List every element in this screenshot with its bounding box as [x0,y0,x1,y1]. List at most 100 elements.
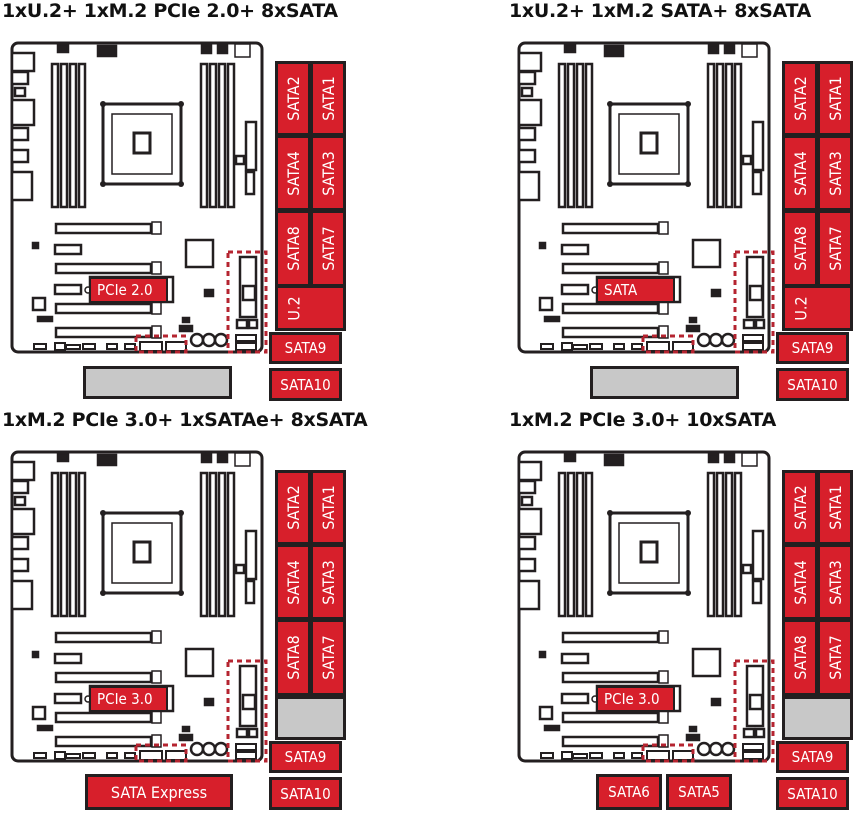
fan-header [741,154,753,166]
dimm-slot [59,62,69,209]
rear-io-port [517,507,543,536]
sata-port-sata10: SATA10 [269,777,342,810]
bottom-header [561,342,573,351]
sata-port-label: SATA2 [790,485,810,530]
sata-port-sata8: SATA8 [782,619,818,696]
socket-screw [178,590,184,596]
debug-led [234,43,251,58]
sata-port-sata2: SATA2 [782,470,818,545]
bottom-header [646,341,670,352]
rear-io-port [10,148,30,164]
m2-slot-label: PCIe 3.0 [596,686,675,712]
bottom-header [742,743,764,751]
audio-jack [201,741,217,757]
sata-port-label: SATA3 [825,559,845,605]
small-component [710,697,722,707]
atx-power-connector [244,529,258,581]
pcie-slot [561,671,660,684]
sata-port-sata3: SATA3 [817,544,853,620]
sata-highlight-box [733,250,775,354]
header-connector [56,451,70,463]
m2-slot-label: PCIe 2.0 [89,277,168,303]
pcie-slot [54,326,153,339]
dimm-slot [584,62,594,209]
header-connector [603,44,625,58]
dimm-slot [584,471,594,618]
dimm-slot [77,471,87,618]
pcie-latch [151,630,162,644]
bottom-header [540,752,554,759]
rear-io-port [517,479,537,495]
sata-connector [247,318,259,330]
rear-io-port [517,535,537,551]
sata-connector [748,284,764,302]
chipset [691,238,722,269]
debug-led [741,452,758,467]
u2-port-unavailable [782,696,853,740]
fan-header [741,563,753,575]
pcie-latch [658,734,669,748]
socket-screw [100,101,106,107]
pcie-slot [561,326,660,339]
dimm-slot [208,62,218,209]
sata-port-sata2: SATA2 [275,470,311,545]
sata-port-sata7: SATA7 [310,619,346,696]
pcie-latch [151,670,162,684]
rear-io-port [517,557,537,573]
sata-port-sata2: SATA2 [275,61,311,136]
dimm-slot [50,471,60,618]
dimm-slot [226,62,236,209]
sata-port-sata8: SATA8 [782,210,818,287]
pcie-slot [54,631,153,644]
chipset [691,647,722,678]
small-component [178,733,194,742]
sata-port-label: SATA8 [790,635,810,680]
atx-power-connector [751,529,765,581]
audio-jack [708,741,724,757]
debug-led [234,452,251,467]
header-connector [707,43,720,55]
u2-label: U.2 [791,295,811,321]
rear-io-port [517,70,537,86]
sata-express-highlight-box [641,334,695,354]
sata-port-sata9: SATA9 [269,741,342,773]
dimm-slot [68,62,78,209]
bottom-header [165,341,187,352]
dimm-slot [575,62,585,209]
pcie-slot [561,222,660,235]
sata-port-sata10: SATA10 [776,777,849,810]
sata-port-label: SATA7 [825,635,845,680]
sata-port-label: SATA8 [283,226,303,271]
pcie-slot [54,222,153,235]
header-connector [96,453,118,467]
sata-express-highlight-box [134,334,188,354]
debug-led [741,43,758,58]
socket-screw [685,101,691,107]
audio-jack [696,332,712,348]
sata-express-unavailable [83,366,232,399]
bottom-header [589,343,603,350]
sata-express-port: SATA Express [85,774,233,810]
chip [36,724,54,732]
pcie-latch [658,221,669,235]
chip [538,296,554,312]
dimm-slot [217,62,227,209]
bottom-header [139,750,163,761]
small-component [688,725,698,733]
cpu-die [132,540,152,564]
dimm-slot [199,471,209,618]
sata-port-sata7: SATA7 [310,210,346,287]
bottom-header [572,344,588,350]
pcie-slot [54,735,153,748]
socket-screw [607,590,613,596]
bottom-header [742,334,764,342]
rear-io-port [517,460,543,482]
header-connector [723,452,736,464]
sata-port-label: SATA8 [283,635,303,680]
sata-port-sata7: SATA7 [817,210,853,287]
bottom-header [672,750,694,761]
audio-jack [696,741,712,757]
bottom-header [742,342,764,351]
dimm-slot [68,471,78,618]
